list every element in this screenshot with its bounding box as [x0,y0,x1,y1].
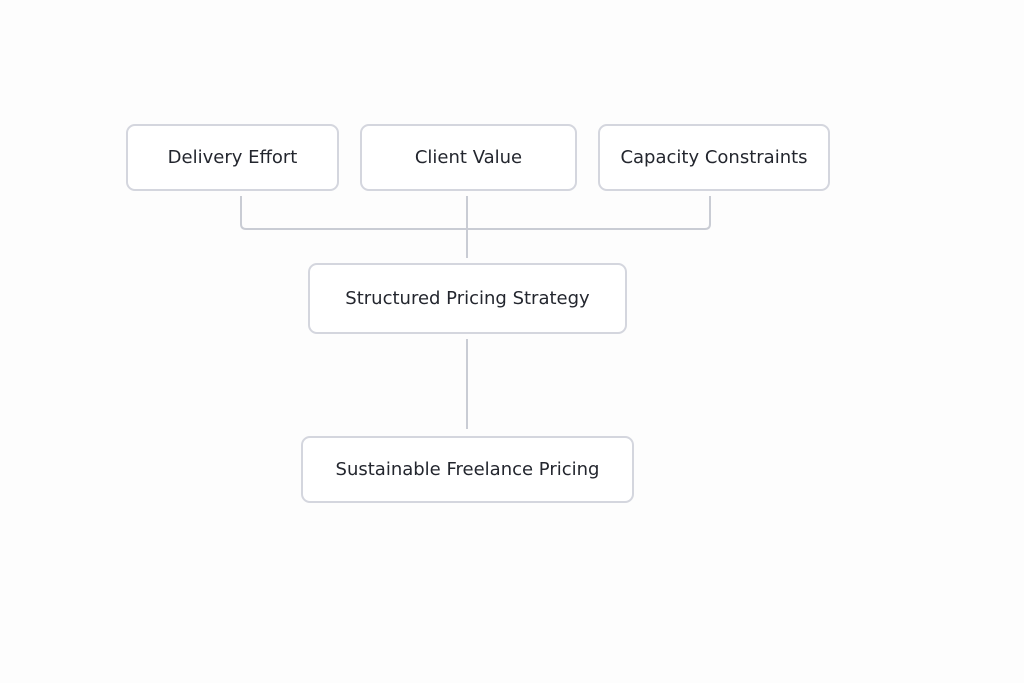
node-structured-pricing-strategy: Structured Pricing Strategy [308,263,627,334]
node-label: Client Value [414,147,523,168]
node-label: Delivery Effort [167,147,298,168]
node-sustainable-freelance-pricing: Sustainable Freelance Pricing [301,436,634,503]
node-label: Structured Pricing Strategy [345,288,590,309]
node-capacity-constraints: Capacity Constraints [598,124,830,191]
input-merge-bracket [240,196,711,230]
node-label: Capacity Constraints [620,147,808,168]
node-label: Sustainable Freelance Pricing [335,459,600,480]
node-delivery-effort: Delivery Effort [126,124,339,191]
node-client-value: Client Value [360,124,577,191]
